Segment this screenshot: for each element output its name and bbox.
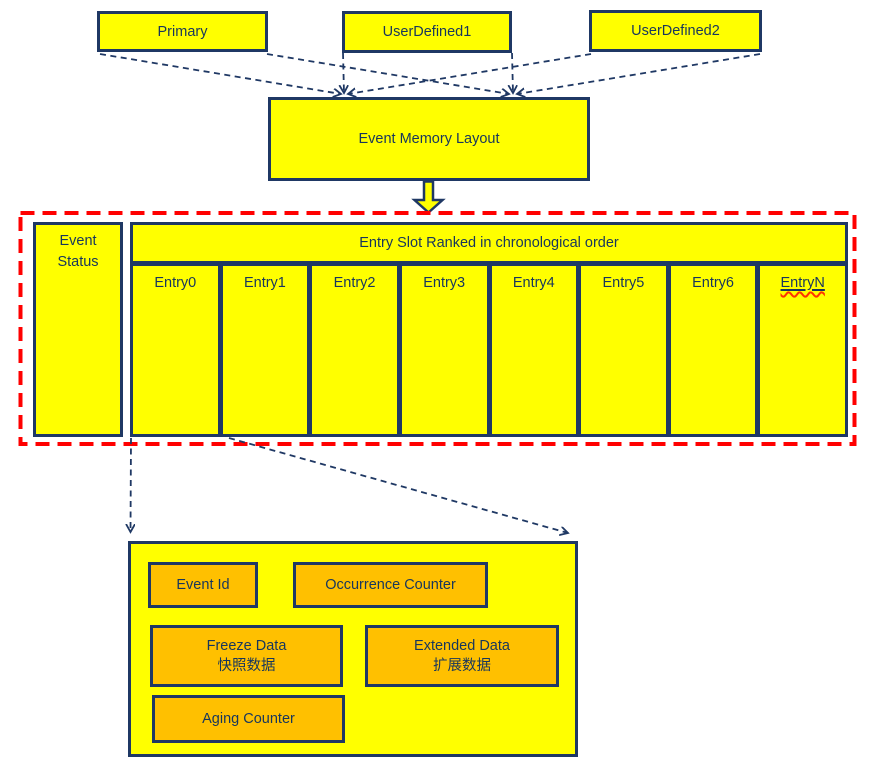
entry-cell-n-label: EntryN [781,275,825,291]
userdefined1-box: UserDefined1 [342,11,512,53]
entry-cell-3-label: Entry3 [423,275,466,291]
entry-cell-5: Entry5 [576,266,666,434]
connector-primary-to-layout-left [99,53,341,94]
connector-entry-to-detail-left [131,437,132,532]
event-status-label-line1: Event [59,233,97,249]
extended-data-label-zh: 扩展数据 [433,658,491,674]
block-arrow-down-icon [411,180,446,215]
entry-cell-4: Entry4 [486,266,577,434]
connector-userdefined2-to-layout-left [348,53,592,94]
entry-cell-n-spellcheck-underline: EntryN [780,275,825,291]
entry-cell-0-label: Entry0 [154,275,197,291]
entry-slot-header-label: Entry Slot Ranked in chronological order [359,235,619,251]
connector-primary-to-layout-right [266,53,509,94]
primary-label: Primary [157,23,208,40]
aging-counter-field: Aging Counter [152,695,345,743]
occurrence-counter-label: Occurrence Counter [325,576,456,593]
occurrence-counter-field: Occurrence Counter [293,562,488,608]
freeze-data-label-en: Freeze Data [206,637,287,654]
entry-cell-5-label: Entry5 [602,275,645,291]
memory-region-highlight-border [18,211,857,446]
entry-cell-0: Entry0 [133,266,218,434]
event-status-label-line2: Status [57,254,99,271]
event-memory-layout-label: Event Memory Layout [358,131,500,147]
entry-cell-n: EntryN [755,266,845,434]
freeze-data-field: Freeze Data 快照数据 [150,625,343,687]
freeze-data-label-zh: 快照数据 [217,658,276,674]
entry-cell-2: Entry2 [307,266,397,434]
connector-userdefined1-to-layout-left [343,52,344,93]
entry-cell-4-label: Entry4 [512,275,555,291]
event-memory-layout-box: Event Memory Layout [268,97,590,181]
userdefined2-box: UserDefined2 [589,10,762,52]
event-id-label: Event Id [176,576,230,593]
entry-cell-1: Entry1 [217,266,308,434]
event-id-field: Event Id [148,562,258,608]
entry-cells-row: Entry0 Entry1 Entry2 Entry3 Entry4 Entry… [133,266,845,434]
event-status-box: Event Status [33,222,123,437]
userdefined1-label: UserDefined1 [382,24,472,40]
connector-entry-to-detail-right [228,437,568,533]
entry-slot-header: Entry Slot Ranked in chronological order [133,225,845,266]
userdefined2-label: UserDefined2 [631,23,720,39]
entry-cell-6-label: Entry6 [692,275,735,291]
entry-cell-3: Entry3 [396,266,487,434]
extended-data-field: Extended Data 扩展数据 [365,625,559,687]
entry-slot-box: Entry Slot Ranked in chronological order… [130,222,848,437]
entry-cell-1-label: Entry1 [243,275,286,291]
connector-userdefined1-to-layout-right [512,52,513,93]
entry-cell-6: Entry6 [665,266,756,434]
connector-userdefined2-to-layout-right [517,53,761,94]
aging-counter-label: Aging Counter [202,710,295,727]
extended-data-label-en: Extended Data [414,637,510,654]
primary-box: Primary [97,11,268,52]
entry-cell-2-label: Entry2 [333,275,376,291]
